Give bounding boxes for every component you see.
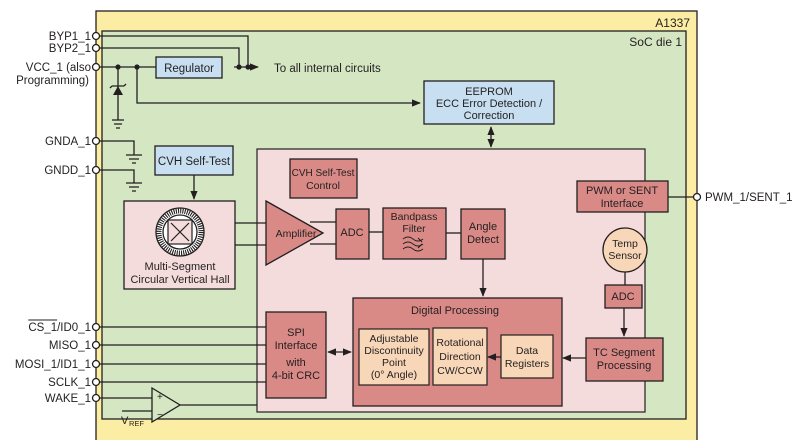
spi-label-4: 4-bit CRC — [272, 370, 320, 382]
comparator-plus: + — [157, 392, 163, 403]
pin-label-sclk: SCLK_1 — [48, 377, 91, 389]
pin-label-byp1: BYP1_1 — [49, 31, 91, 43]
hall-to-amp-wires — [235, 222, 266, 246]
rot-label-2: Direction — [439, 351, 481, 363]
pin-label-byp2: BYP2_1 — [49, 43, 91, 55]
regulator-block — [155, 56, 223, 79]
comparator-minus: − — [157, 410, 163, 421]
cvh-self-test-block — [154, 145, 234, 176]
adj-label-3: Point — [382, 357, 406, 369]
pin-byp2[interactable] — [91, 43, 101, 53]
pin-label-cs: CS_1 /ID0_1 — [28, 319, 91, 334]
pin-vcc[interactable] — [91, 62, 101, 72]
hall-element-icon — [155, 207, 205, 257]
pin-label-gndd: GNDD_1 — [44, 165, 91, 177]
tc-label-1: TC Segment — [593, 347, 655, 359]
angle-label-2: Detect — [467, 234, 499, 246]
pin-cs[interactable] — [91, 322, 101, 332]
eeprom-label: EEPROM — [465, 86, 513, 98]
tc-segment-block — [585, 337, 664, 382]
pin-label-gnda: GNDA_1 — [45, 136, 91, 148]
amplifier-block — [265, 199, 325, 267]
spi-pin-wires — [100, 326, 266, 412]
pin-pwm[interactable] — [692, 192, 702, 202]
adj-label-1: Adjustable — [369, 333, 418, 345]
filter-wave-icon — [402, 236, 424, 252]
eeprom-ecc-label: ECC Error Detection / — [436, 98, 543, 110]
zener-diode-icon — [109, 83, 127, 95]
svg-text:REF: REF — [129, 419, 144, 428]
to-all-circuits-label: To all internal circuits — [274, 63, 381, 75]
die-label: SoC die 1 — [629, 35, 682, 49]
pin-gndd[interactable] — [91, 165, 101, 175]
bandpass-label-1: Bandpass — [391, 211, 438, 223]
ground-wiring — [100, 140, 142, 192]
pwm-sent-block — [576, 180, 669, 213]
cvh-control-label-2: Control — [306, 180, 340, 192]
rot-label-1: Rotational — [436, 337, 483, 349]
spi-label-2: Interface — [275, 340, 318, 352]
part-number: A1337 — [655, 16, 690, 30]
pin-label-wake: WAKE_1 — [45, 393, 91, 405]
pin-label-vcc-2: Programming) — [16, 75, 89, 87]
pin-gnda[interactable] — [91, 136, 101, 146]
wake-comparator — [151, 386, 182, 424]
adc-block — [335, 208, 370, 260]
regulator-label: Regulator — [164, 63, 214, 75]
rot-label-3: CW/CCW — [437, 365, 483, 377]
power-junctions — [115, 64, 251, 70]
pin-byp1[interactable] — [91, 31, 101, 41]
pin-miso[interactable] — [91, 340, 101, 350]
cvh-self-test-label: CVH Self-Test — [158, 156, 231, 168]
eeprom-block — [423, 80, 555, 125]
pin-connectors — [91, 31, 702, 403]
rotational-direction-block — [432, 327, 488, 386]
tc-label-2: Processing — [597, 360, 651, 372]
svg-text:V: V — [121, 415, 129, 427]
pwm-label-2: Interface — [601, 198, 644, 210]
pin-label-mosi: MOSI_1/ID1_1 — [15, 359, 91, 371]
eeprom-correction-label: Correction — [464, 110, 515, 122]
adj-label-4: (0° Angle) — [371, 369, 417, 381]
amplifier-label: Amplifier — [276, 228, 317, 240]
svg-text:/ID0_1: /ID0_1 — [57, 322, 91, 334]
bandpass-label-2: Filter — [402, 223, 426, 235]
amp-to-adc-wires — [310, 221, 336, 245]
data-label-1: Data — [516, 345, 538, 357]
pwm-label-1: PWM or SENT — [586, 185, 658, 197]
spi-label-3: with — [285, 357, 306, 369]
temp-adc-label: ADC — [611, 291, 634, 303]
spi-interface-block — [265, 311, 327, 399]
pin-label-vcc-1: VCC_1 (also — [26, 62, 91, 74]
temp-label-1: Temp — [612, 238, 638, 250]
vref-label: V REF — [121, 415, 144, 428]
power-wiring — [100, 35, 421, 129]
data-registers-block — [500, 334, 554, 379]
spi-label-1: SPI — [287, 327, 305, 339]
svg-text:CS_1: CS_1 — [28, 322, 57, 334]
pin-wake[interactable] — [91, 393, 101, 403]
adj-label-2: Discontinuity — [364, 345, 424, 357]
pin-sclk[interactable] — [91, 377, 101, 387]
digital-processing-label: Digital Processing — [411, 305, 499, 317]
pin-label-pwm: PWM_1/SENT_1 — [705, 192, 793, 204]
adc-label: ADC — [340, 227, 363, 239]
angle-label-1: Angle — [469, 221, 497, 233]
pin-label-miso: MISO_1 — [49, 340, 91, 352]
cvh-control-block — [289, 158, 358, 199]
data-label-2: Registers — [505, 358, 549, 370]
temp-label-2: Sensor — [608, 250, 642, 262]
adjustable-point-block — [358, 328, 430, 386]
pin-mosi[interactable] — [91, 359, 101, 369]
hall-label-1: Multi-Segment — [145, 261, 216, 273]
hall-label-2: Circular Vertical Hall — [130, 274, 229, 286]
cvh-control-label-1: CVH Self-Test — [292, 168, 355, 179]
